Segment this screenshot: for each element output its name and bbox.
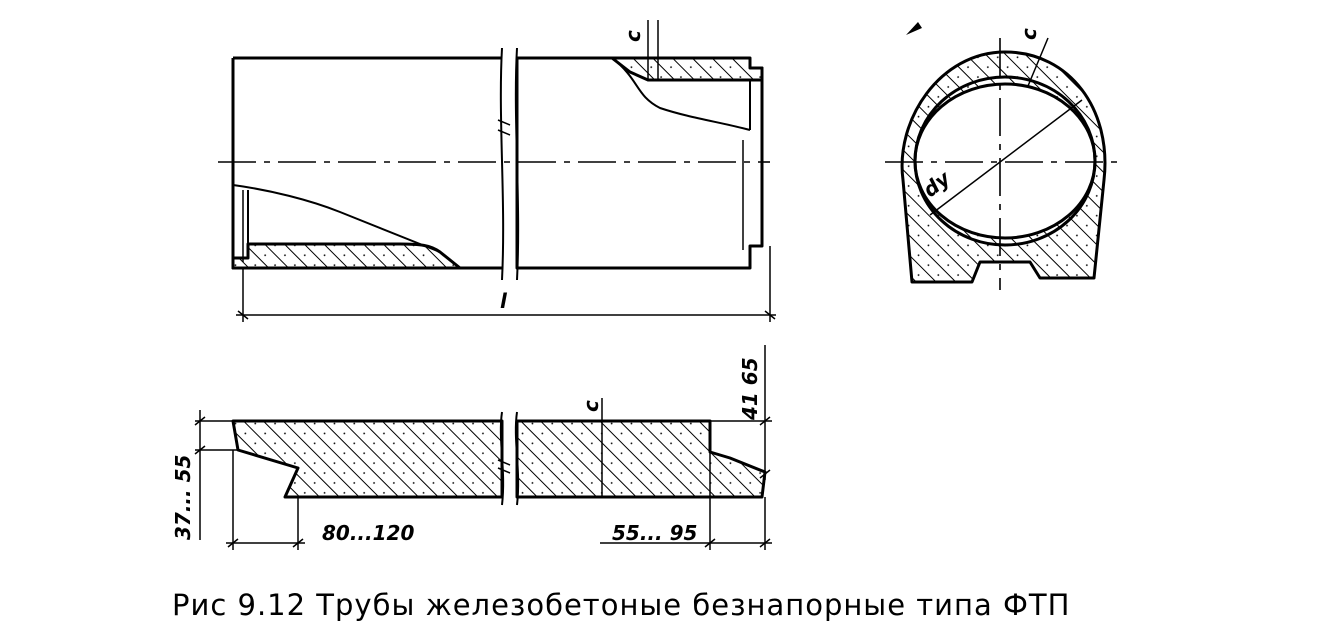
joint-right-section [515, 419, 767, 499]
joint-left-section [231, 419, 504, 499]
dim-37-55: 37... 55 [171, 455, 195, 540]
wall-label-section: c [1017, 28, 1041, 40]
dim-80-120: 80...120 [322, 521, 414, 545]
pipe-wall-top-section [610, 56, 764, 82]
joint-wall-label: c [579, 400, 603, 412]
length-label: l [500, 289, 508, 313]
wall-label-top: c [621, 30, 645, 42]
pipe-cross-section: dy c [885, 22, 1120, 290]
pipe-section-outer [900, 50, 1107, 284]
pipe-wall-bottom-section [231, 242, 462, 270]
dim-41-65: 41 65 [738, 357, 762, 421]
dim-55-95: 55... 95 [612, 521, 697, 545]
figure-caption: Рис 9.12 Трубы железобетоные безнапорные… [172, 588, 1071, 622]
pipe-side-view: l c [218, 20, 776, 322]
joint-section: c 37... 55 41 65 80...120 55... 95 [171, 345, 772, 550]
